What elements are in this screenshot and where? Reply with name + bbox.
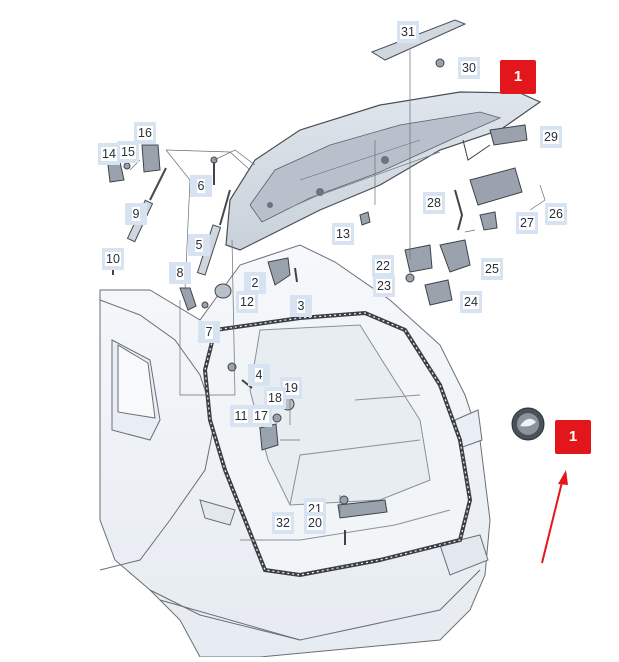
callout-4: 4: [248, 364, 270, 386]
callout-31: 31: [397, 21, 419, 43]
callout-30: 30: [458, 57, 480, 79]
callout-10: 10: [102, 248, 124, 270]
brand-emblem-icon: [511, 407, 545, 441]
callout-1-badge: 1: [555, 420, 591, 454]
callout-22: 22: [372, 255, 394, 277]
callout-3: 3: [290, 295, 312, 317]
callout-29: 29: [540, 126, 562, 148]
callout-16: 16: [134, 122, 156, 144]
callout-28: 28: [423, 192, 445, 214]
callout-23: 23: [373, 275, 395, 297]
callout-13: 13: [332, 223, 354, 245]
tailgate-opening: [202, 310, 473, 578]
callout-25: 25: [481, 258, 503, 280]
callout-20: 20: [304, 512, 326, 534]
small-parts: [107, 58, 528, 545]
callout-2: 2: [244, 272, 266, 294]
callout-17: 17: [250, 405, 272, 427]
callout-32: 32: [272, 512, 294, 534]
callout-19: 19: [280, 377, 302, 399]
callout-11: 11: [230, 405, 252, 427]
callout-24: 24: [460, 291, 482, 313]
callout-6: 6: [190, 175, 212, 197]
callout-18: 18: [264, 387, 286, 409]
pointer-arrow: [541, 470, 568, 564]
callout-15: 15: [117, 141, 139, 163]
callout-14: 14: [98, 143, 120, 165]
callout-1-highlight: 1: [500, 60, 536, 94]
callout-7: 7: [198, 321, 220, 343]
callout-8: 8: [169, 262, 191, 284]
callout-5: 5: [188, 234, 210, 256]
gas-strut-right: [196, 189, 231, 276]
callout-27: 27: [516, 212, 538, 234]
callout-26: 26: [545, 203, 567, 225]
callout-9: 9: [125, 203, 147, 225]
callout-12: 12: [236, 291, 258, 313]
